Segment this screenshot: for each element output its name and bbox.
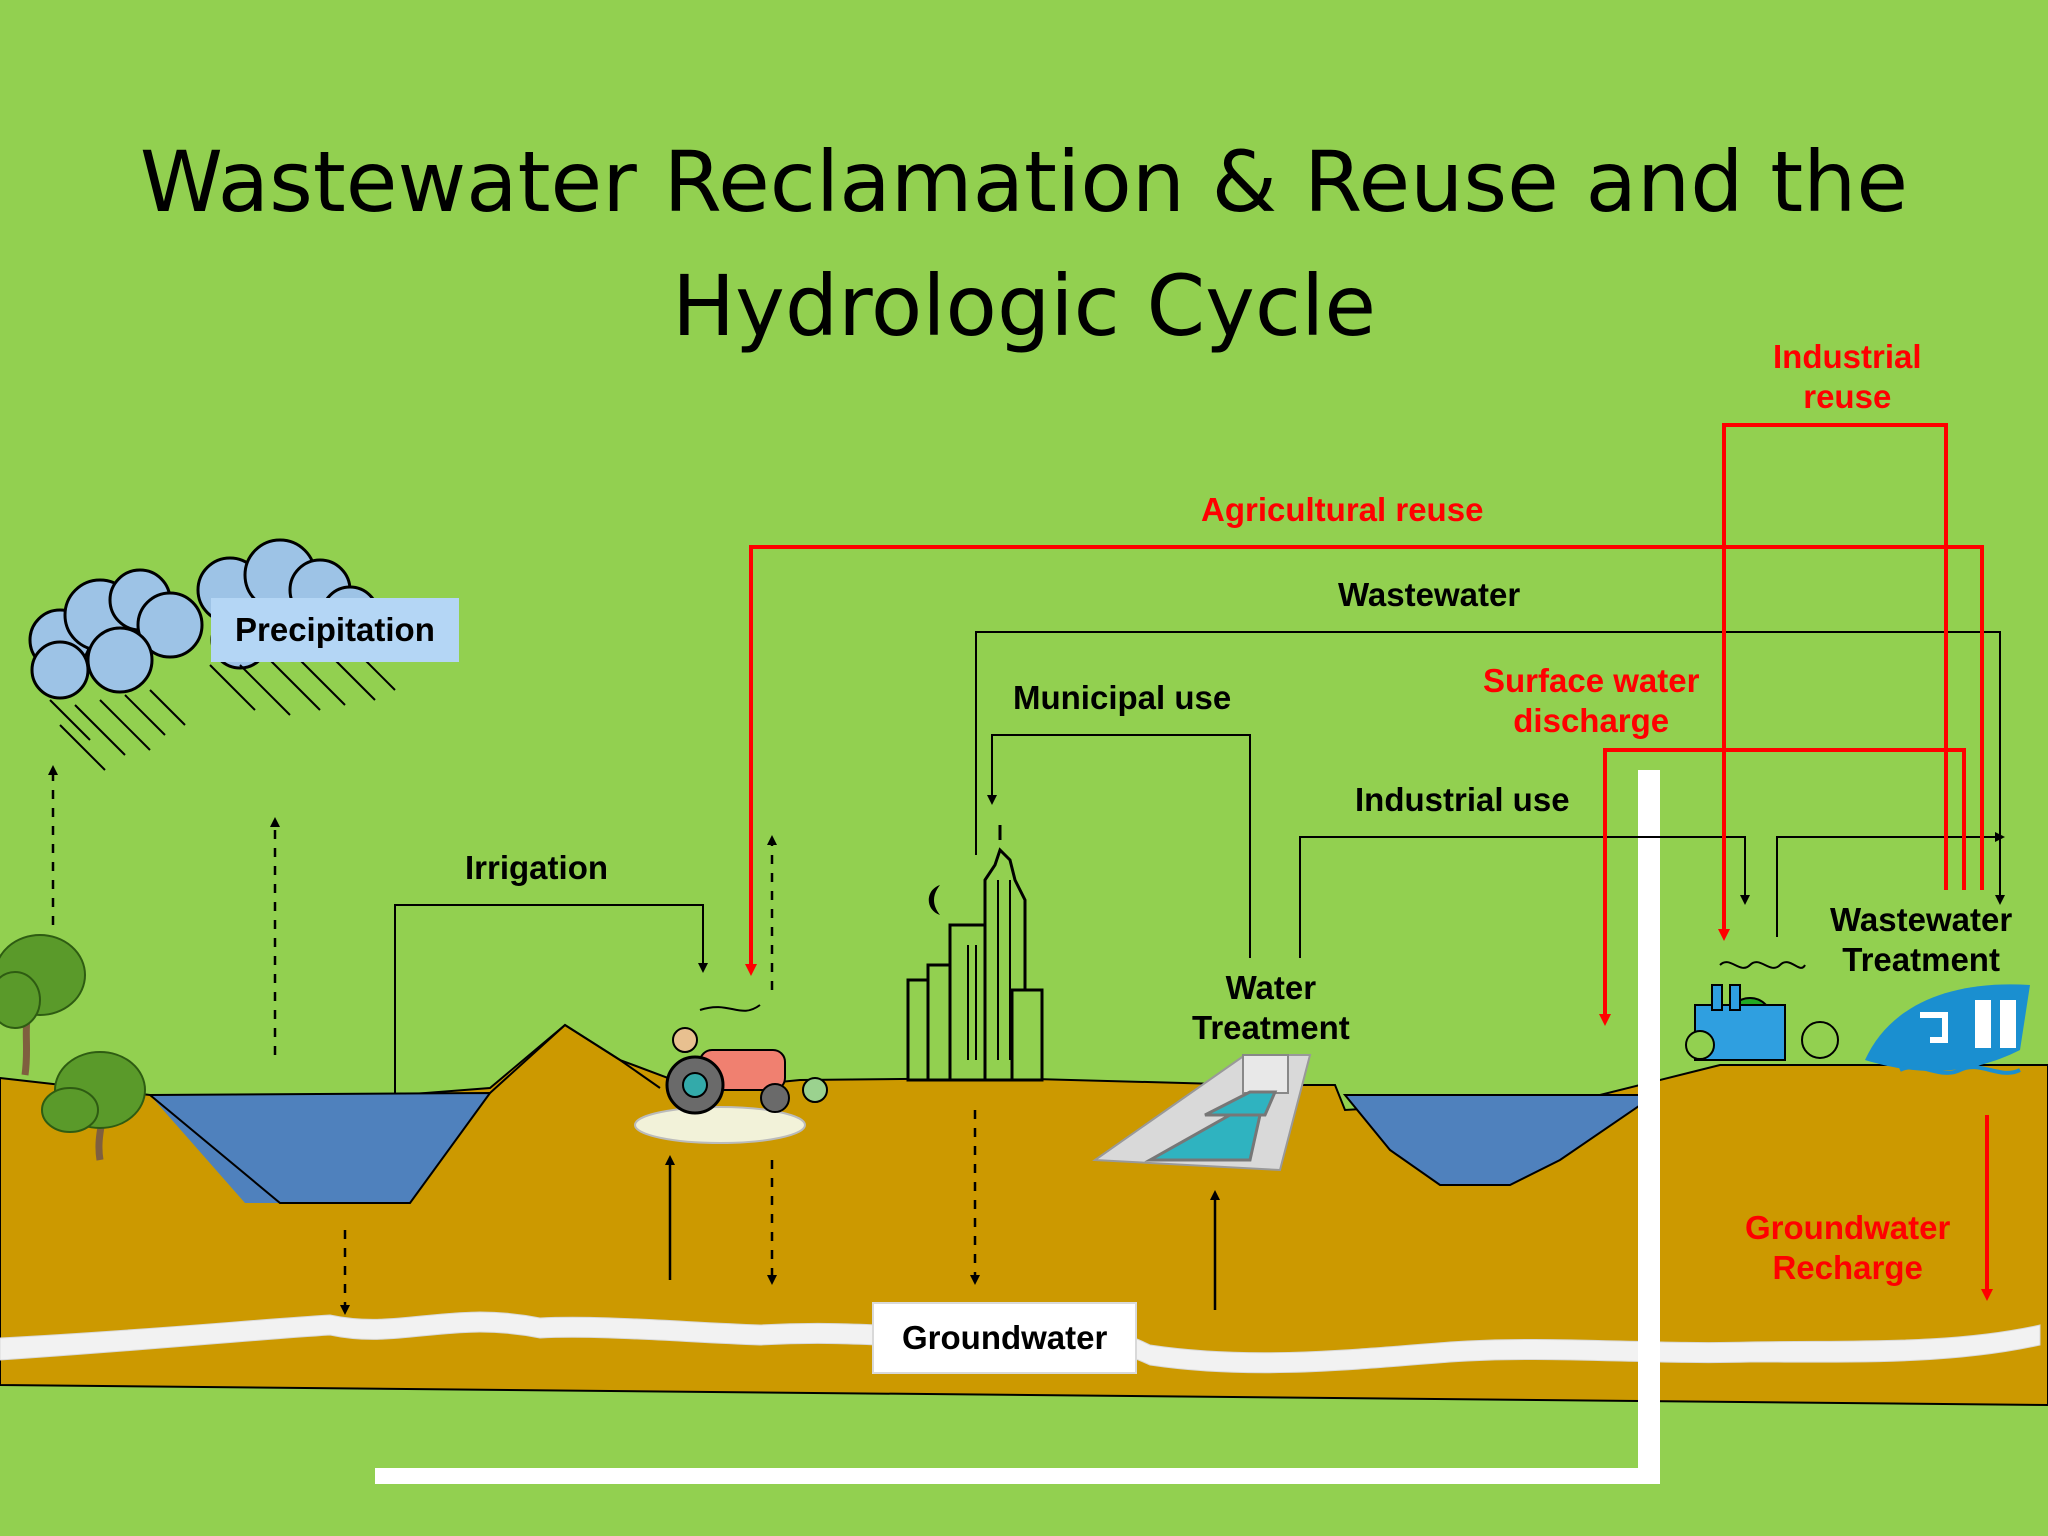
vertical-exchange-arrows — [48, 765, 1220, 1315]
reuse-flow-lines — [745, 423, 1993, 1301]
wastewater-treatment-icon — [1865, 984, 2030, 1075]
agricultural-reuse-label: Agricultural reuse — [1201, 491, 1484, 528]
hill — [489, 1023, 661, 1094]
factory-to-wwt-flow — [1776, 832, 2005, 937]
surface-water-discharge-flow — [1599, 748, 1966, 1026]
white-bar-horizontal — [375, 1468, 1660, 1484]
wastewater-flow — [975, 631, 2005, 905]
groundwater-recharge-label: Groundwater Recharge — [1745, 1208, 1950, 1288]
title-line-1: Wastewater Reclamation & Reuse and the — [139, 133, 1909, 231]
water-treatment-plant-icon — [1092, 1054, 1312, 1172]
tractor-icon — [634, 1004, 828, 1144]
title-line-2: Hydrologic Cycle — [671, 257, 1377, 355]
precipitation-label: Precipitation — [211, 598, 459, 662]
groundwater-text: Groundwater — [902, 1319, 1108, 1356]
industrial-use-label: Industrial use — [1355, 781, 1570, 818]
groundwater-recharge-line-2: Recharge — [1772, 1249, 1923, 1286]
irrigation-label: Irrigation — [465, 849, 609, 886]
precipitation-text: Precipitation — [235, 611, 435, 648]
groundwater-label: Groundwater — [872, 1302, 1138, 1374]
surface-water-discharge-line-2: discharge — [1513, 702, 1670, 739]
wastewater-label: Wastewater — [1338, 576, 1521, 613]
wastewater-treatment-label: Wastewater Treatment — [1830, 900, 2012, 980]
groundwater-recharge-line-1: Groundwater — [1745, 1209, 1951, 1246]
wastewater-treatment-line-2: Treatment — [1842, 941, 2000, 978]
surface-water-discharge-label: Surface water discharge — [1483, 661, 1699, 741]
water-treatment-line-2: Treatment — [1192, 1009, 1350, 1046]
water-treatment-line-1: Water — [1225, 969, 1317, 1006]
wastewater-treatment-line-1: Wastewater — [1830, 901, 2013, 938]
water-treatment-label: Water Treatment — [1192, 968, 1350, 1048]
industrial-reuse-label: Industrial reuse — [1773, 337, 1922, 417]
surface-water-discharge-line-1: Surface water — [1483, 662, 1700, 699]
flow-lines — [394, 631, 2005, 1093]
page-title: Wastewater Reclamation & Reuse and the H… — [0, 120, 2048, 368]
industrial-reuse-flow — [1718, 423, 1948, 941]
white-bar-vertical — [1638, 770, 1660, 1478]
municipal-flow — [987, 734, 1251, 958]
factory-icon — [1685, 961, 1839, 1061]
irrigation-flow — [394, 904, 708, 1093]
industrial-reuse-line-1: Industrial — [1773, 338, 1922, 375]
industrial-flow — [1299, 836, 1750, 958]
tree-icon — [0, 934, 146, 1161]
agricultural-reuse-flow — [745, 545, 1984, 976]
lake-left-shape — [147, 1091, 492, 1204]
city-buildings-icon — [906, 825, 1044, 1082]
industrial-reuse-line-2: reuse — [1803, 378, 1892, 415]
municipal-use-label: Municipal use — [1013, 679, 1232, 716]
